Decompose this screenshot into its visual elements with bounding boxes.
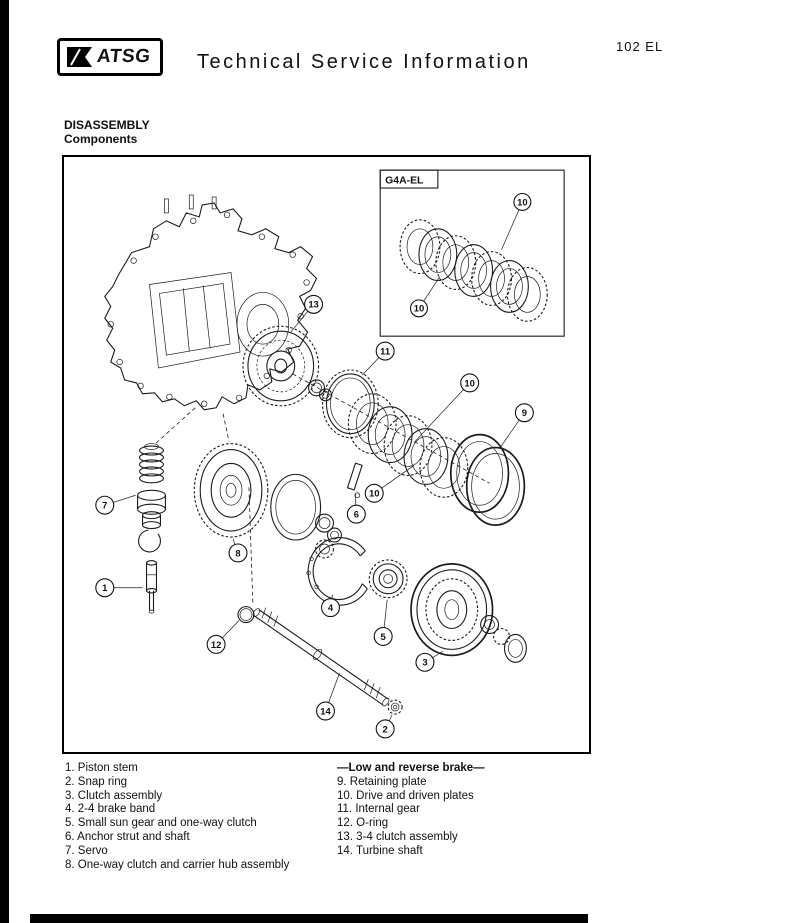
part-item: 8. One-way clutch and carrier hub assemb… [65, 858, 290, 871]
piston-stem-drawing [145, 560, 158, 614]
part-item: 3. Clutch assembly [65, 789, 163, 802]
atsg-logo: ATSG [57, 38, 163, 76]
clutch-34-assembly-drawing [242, 325, 333, 407]
part-item: 12. O-ring [337, 817, 389, 830]
section-heading: DISASSEMBLY Components [64, 118, 150, 146]
page-title: Technical Service Information [197, 51, 531, 73]
callout-4: 4 [320, 594, 340, 618]
svg-text:9: 9 [522, 408, 527, 419]
snap-ring-part-drawing [387, 699, 403, 715]
inset-label: G4A-EL [385, 176, 424, 187]
callout-3: 3 [415, 651, 444, 672]
part-item: 2. Snap ring [65, 775, 128, 788]
callout-2: 2 [375, 714, 395, 739]
drive-driven-plate-stack [347, 393, 469, 498]
callout-11: 11 [362, 341, 395, 376]
callout-13: 13 [290, 294, 324, 333]
callout-12: 12 [206, 620, 240, 654]
callout-10-lower: 10 [364, 465, 415, 503]
callout-6: 6 [346, 493, 366, 524]
case-top-studs [164, 194, 217, 214]
clutch-assembly-drawing [410, 563, 527, 663]
svg-text:10: 10 [414, 304, 425, 315]
construction-lines [155, 373, 490, 605]
svg-text:14: 14 [320, 706, 331, 717]
part-item: 4. 2-4 brake band [65, 803, 156, 816]
atsg-flag-icon [67, 47, 92, 67]
section-heading-line2: Components [64, 132, 138, 146]
svg-text:1: 1 [102, 583, 107, 594]
callout-10-inset-bottom: 10 [409, 276, 441, 318]
part-item: 5. Small sun gear and one-way clutch [65, 817, 257, 830]
case-bolt-holes [107, 211, 310, 407]
inset-plate-stack [399, 219, 548, 322]
parts-list-right-title: —Low and reverse brake— [337, 762, 485, 774]
part-item: 14. Turbine shaft [337, 844, 423, 857]
svg-text:7: 7 [102, 501, 107, 512]
transmission-case-drawing [104, 194, 318, 411]
callout-10-inset-top: 10 [501, 192, 532, 250]
atsg-logo-text: ATSG [95, 46, 152, 67]
scan-artifact-bottom-bar [30, 914, 588, 923]
callout-5: 5 [373, 599, 393, 646]
turbine-shaft-drawing [252, 607, 390, 707]
section-heading-line1: DISASSEMBLY [64, 118, 150, 132]
svg-text:6: 6 [354, 510, 359, 521]
internal-gear-drawing [321, 369, 379, 439]
callout-1: 1 [95, 578, 143, 598]
svg-text:2: 2 [383, 724, 388, 735]
part-item: 1. Piston stem [65, 762, 138, 774]
exploded-view-diagram: G4A-EL 13 11 [95, 169, 565, 739]
callout-7: 7 [95, 494, 136, 515]
svg-text:8: 8 [235, 548, 240, 559]
components-diagram-frame: G4A-EL 13 11 [62, 155, 591, 754]
svg-text:5: 5 [381, 632, 386, 643]
callout-14: 14 [316, 673, 340, 721]
page-number: 102 EL [616, 39, 664, 54]
inset-box: G4A-EL [379, 169, 565, 337]
servo-spring-drawing [137, 443, 166, 553]
svg-text:11: 11 [380, 346, 390, 357]
parts-list-left: 1. Piston stem 2. Snap ring 3. Clutch as… [65, 762, 289, 872]
svg-text:3: 3 [422, 658, 427, 669]
anchor-strut-drawing [346, 462, 363, 499]
part-item: 13. 3-4 clutch assembly [337, 830, 458, 843]
svg-text:4: 4 [328, 603, 334, 614]
brake-band-drawing [306, 537, 368, 606]
one-way-clutch-carrier-drawing [193, 443, 342, 559]
scan-artifact-left-bar [0, 0, 9, 923]
svg-text:10: 10 [369, 489, 380, 500]
part-item: 6. Anchor strut and shaft [65, 830, 190, 843]
svg-text:10: 10 [517, 197, 528, 208]
retaining-plate-drawing [449, 433, 526, 526]
part-item: 9. Retaining plate [337, 775, 427, 788]
parts-list-right: —Low and reverse brake— 9. Retaining pla… [337, 762, 485, 859]
callout-8: 8 [228, 538, 248, 563]
callout-10-upper: 10 [413, 373, 480, 443]
part-item: 7. Servo [65, 844, 108, 857]
callout-9: 9 [499, 403, 534, 449]
sun-gear-drawing [368, 559, 408, 599]
part-item: 10. Drive and driven plates [337, 789, 474, 802]
svg-text:10: 10 [464, 378, 475, 389]
o-ring-drawing [237, 606, 255, 624]
svg-text:12: 12 [211, 640, 222, 651]
callouts: 13 11 10 9 10 6 7 [95, 192, 534, 739]
svg-text:13: 13 [308, 300, 319, 311]
part-item: 11. Internal gear [337, 803, 420, 816]
